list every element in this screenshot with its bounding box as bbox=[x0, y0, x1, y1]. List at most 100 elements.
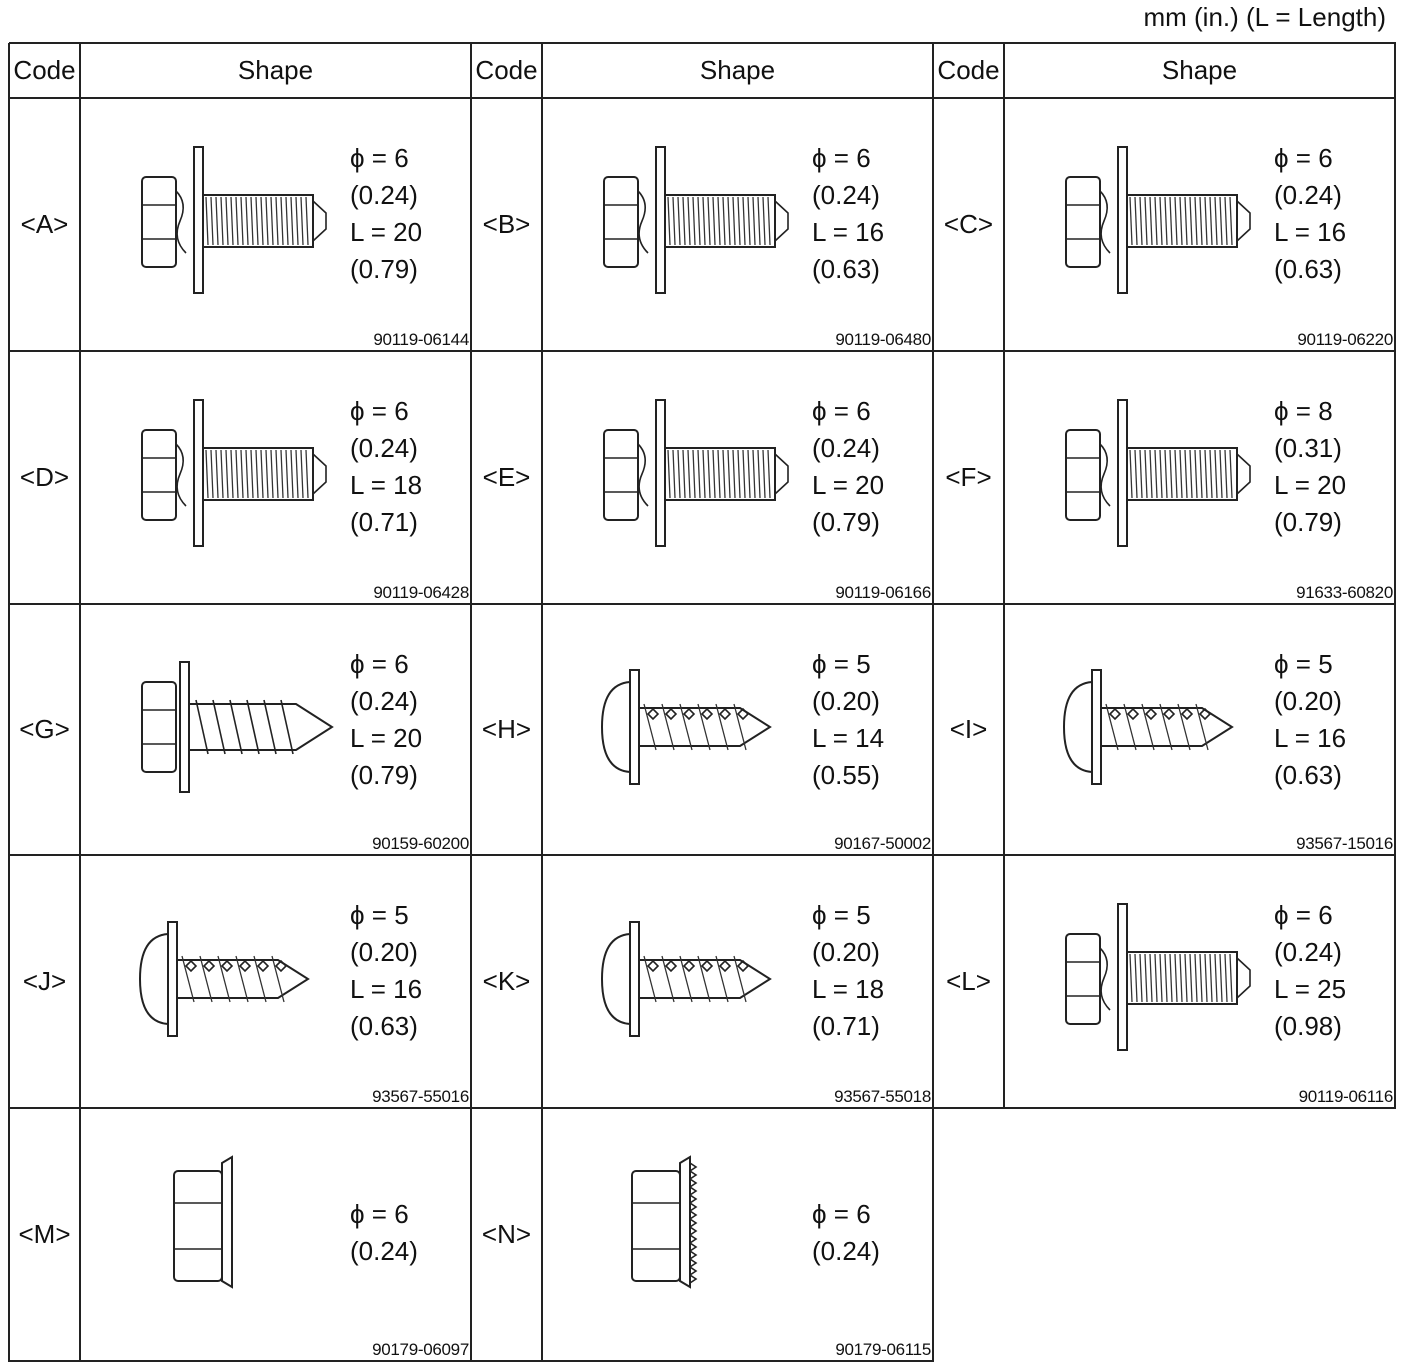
part-number: 93567-15016 bbox=[1296, 834, 1393, 853]
shape-cell-d: ϕ = 6(0.24)L = 18(0.71)90119-06428 bbox=[80, 351, 471, 604]
fastener-code-c: <C> bbox=[943, 209, 994, 239]
spec-len-in: (0.79) bbox=[812, 507, 880, 537]
fastener-spec: ϕ = 6(0.24)L = 16(0.63) bbox=[812, 140, 884, 288]
spec-phi: ϕ = 6 bbox=[812, 143, 871, 173]
code-header: Code bbox=[13, 55, 76, 85]
spec-len-in: (0.71) bbox=[350, 507, 418, 537]
table-rule bbox=[9, 350, 1396, 352]
hex-bolt-washer-icon bbox=[1065, 902, 1251, 1051]
fastener-spec: ϕ = 6 (0.24) L = 20 (0.79) bbox=[350, 140, 422, 288]
spec-len: L = 20 bbox=[1274, 470, 1347, 500]
spec-phi: ϕ = 6 bbox=[350, 396, 409, 426]
spec-phi-in: (0.20) bbox=[350, 937, 418, 967]
part-number: 90159-60200 bbox=[372, 834, 469, 853]
shape-header: Shape bbox=[699, 55, 776, 85]
pan-head-screw-icon bbox=[138, 920, 310, 1037]
spec-phi-in: (0.31) bbox=[1274, 433, 1342, 463]
spec-phi-in: (0.24) bbox=[350, 686, 418, 716]
part-number: 90179-06097 bbox=[372, 1340, 469, 1359]
spec-phi: ϕ = 6 bbox=[350, 1199, 409, 1229]
spec-phi-in: (0.24) bbox=[1274, 180, 1342, 210]
fastener-spec: ϕ = 6(0.24)L = 16(0.63) bbox=[1274, 140, 1346, 288]
shape-cell-l: ϕ = 6 (0.24) L = 25 (0.98) 90119-06116 bbox=[1004, 855, 1395, 1108]
table-rule bbox=[9, 1107, 1396, 1109]
spec-len: L = 18 bbox=[350, 470, 423, 500]
fastener-code-e: <E> bbox=[482, 462, 531, 492]
spec-len-in: (0.79) bbox=[350, 760, 418, 790]
hex-bolt-washer-icon bbox=[603, 398, 789, 547]
spec-len-in: (0.98) bbox=[1274, 1011, 1342, 1041]
spec-len: L = 25 bbox=[1274, 974, 1347, 1004]
spec-phi: ϕ = 5 bbox=[812, 649, 871, 679]
fastener-spec: ϕ = 6 (0.24) bbox=[350, 1196, 418, 1270]
spec-phi: ϕ = 5 bbox=[350, 900, 409, 930]
spec-len-in: (0.79) bbox=[350, 254, 418, 284]
fastener-code-f: <F> bbox=[945, 462, 992, 492]
table-rule bbox=[9, 603, 1396, 605]
pan-head-screw-icon bbox=[600, 920, 772, 1037]
spec-len: L = 20 bbox=[350, 217, 423, 247]
spec-phi: ϕ = 5 bbox=[812, 900, 871, 930]
fastener-spec: ϕ = 8(0.31)L = 20(0.79) bbox=[1274, 393, 1346, 541]
spec-phi: ϕ = 6 bbox=[812, 1199, 871, 1229]
fastener-code-m: <M> bbox=[18, 1219, 71, 1249]
spec-phi: ϕ = 5 bbox=[1274, 649, 1333, 679]
shape-cell-j: ϕ = 5 (0.20) L = 16 (0.63) 93567-55016 bbox=[80, 855, 471, 1108]
part-number: 90119-06480 bbox=[835, 330, 931, 349]
table-rule bbox=[8, 43, 10, 1362]
fastener-spec: ϕ = 5(0.20)L = 14(0.55) bbox=[812, 646, 884, 794]
spec-len-in: (0.55) bbox=[812, 760, 880, 790]
fastener-spec: ϕ = 6(0.24)L = 20(0.79) bbox=[350, 646, 422, 794]
spec-len-in: (0.63) bbox=[350, 1011, 418, 1041]
spec-phi: ϕ = 6 bbox=[1274, 900, 1333, 930]
spec-len: L = 16 bbox=[350, 974, 423, 1004]
shape-header: Shape bbox=[237, 55, 314, 85]
spec-phi-in: (0.24) bbox=[812, 180, 880, 210]
fastener-code-l: <L> bbox=[946, 966, 991, 996]
spec-phi-in: (0.20) bbox=[812, 686, 880, 716]
pan-head-screw-icon bbox=[600, 668, 772, 785]
part-number: 93567-55016 bbox=[372, 1087, 469, 1106]
fastener-spec: ϕ = 5(0.20)L = 16(0.63) bbox=[1274, 646, 1346, 794]
hex-bolt-washer-icon bbox=[1065, 145, 1251, 294]
spec-phi: ϕ = 6 bbox=[350, 143, 409, 173]
table-rule bbox=[9, 854, 1396, 856]
spec-phi: ϕ = 6 bbox=[812, 396, 871, 426]
spec-len: L = 18 bbox=[812, 974, 885, 1004]
hex-bolt-washer-icon bbox=[141, 145, 327, 294]
fastener-code-k: <K> bbox=[482, 966, 531, 996]
spec-phi-in: (0.24) bbox=[812, 433, 880, 463]
hex-bolt-washer-icon bbox=[141, 398, 327, 547]
table-rule bbox=[1394, 43, 1396, 1109]
fastener-spec: ϕ = 5 (0.20) L = 16 (0.63) bbox=[350, 897, 422, 1045]
spec-len: L = 20 bbox=[350, 723, 423, 753]
flange-nut-icon bbox=[173, 1154, 233, 1289]
part-number: 90119-06220 bbox=[1297, 330, 1393, 349]
shape-cell-c: ϕ = 6(0.24)L = 16(0.63)90119-06220 bbox=[1004, 98, 1395, 351]
spec-phi-in: (0.24) bbox=[812, 1236, 880, 1266]
part-number: 90119-06166 bbox=[835, 583, 931, 602]
spec-phi-in: (0.24) bbox=[350, 1236, 418, 1266]
fastener-code-n: <N> bbox=[481, 1219, 532, 1249]
part-number: 90119-06116 bbox=[1298, 1087, 1394, 1106]
spec-len-in: (0.63) bbox=[1274, 760, 1342, 790]
fastener-spec: ϕ = 6 (0.24) L = 25 (0.98) bbox=[1274, 897, 1346, 1045]
shape-cell-f: ϕ = 8(0.31)L = 20(0.79)91633-60820 bbox=[1004, 351, 1395, 604]
table-rule bbox=[9, 42, 1396, 44]
table-rule bbox=[932, 43, 934, 1362]
part-number: 91633-60820 bbox=[1296, 583, 1393, 602]
fastener-code-i: <I> bbox=[949, 714, 988, 744]
spec-len-in: (0.63) bbox=[1274, 254, 1342, 284]
shape-cell-g: ϕ = 6(0.24)L = 20(0.79)90159-60200 bbox=[80, 604, 471, 855]
spec-len: L = 16 bbox=[1274, 217, 1347, 247]
fastener-spec: ϕ = 6 (0.24) bbox=[812, 1196, 880, 1270]
part-number: 90167-50002 bbox=[834, 834, 931, 853]
spec-len: L = 16 bbox=[1274, 723, 1347, 753]
spec-phi-in: (0.24) bbox=[1274, 937, 1342, 967]
spec-phi-in: (0.24) bbox=[350, 180, 418, 210]
tapping-screw-icon bbox=[141, 660, 334, 793]
shape-cell-h: ϕ = 5(0.20)L = 14(0.55)90167-50002 bbox=[542, 604, 933, 855]
fastener-code-b: <B> bbox=[482, 209, 531, 239]
spec-len-in: (0.79) bbox=[1274, 507, 1342, 537]
